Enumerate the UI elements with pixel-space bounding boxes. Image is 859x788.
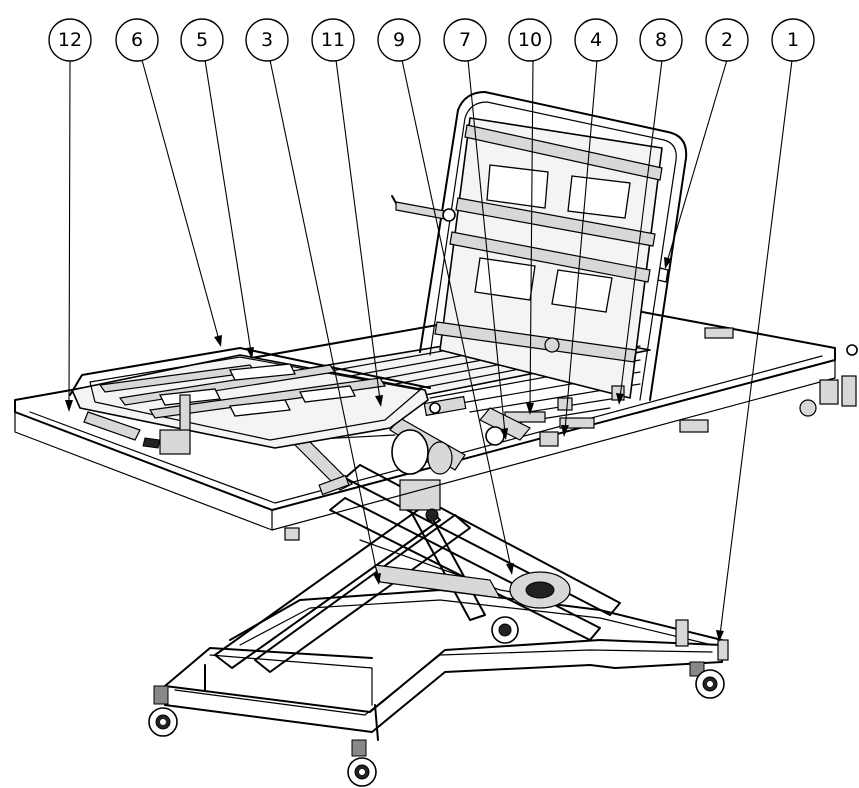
leader-lines	[65, 59, 793, 642]
callout-label-10: 10	[518, 29, 542, 51]
leader-7	[467, 59, 506, 434]
arrowhead-10	[526, 403, 534, 415]
callout-5: 5	[180, 18, 224, 62]
callout-label-1: 1	[787, 29, 799, 51]
arrowhead-12	[65, 400, 73, 412]
callout-12: 12	[48, 18, 92, 62]
callout-label-11: 11	[321, 29, 345, 51]
arrowhead-9	[506, 563, 514, 575]
callout-3: 3	[245, 18, 289, 62]
leader-8	[619, 59, 663, 399]
arrowhead-8	[616, 393, 624, 405]
caster-front-right	[347, 739, 377, 787]
callout-label-3: 3	[261, 29, 273, 51]
callout-label-5: 5	[196, 29, 208, 51]
callout-8: 8	[639, 18, 683, 62]
arrowhead-6	[214, 335, 222, 347]
arrowhead-4	[561, 425, 569, 437]
callout-label-9: 9	[393, 29, 405, 51]
arrowhead-3	[373, 573, 381, 585]
callout-label-4: 4	[590, 29, 602, 51]
leader-5	[204, 59, 252, 353]
callout-1: 1	[771, 18, 815, 62]
callout-2: 2	[705, 18, 749, 62]
arrowhead-11	[375, 395, 383, 407]
callout-7: 7	[443, 18, 487, 62]
callout-11: 11	[311, 18, 355, 62]
arrowhead-7	[500, 428, 508, 440]
callout-label-12: 12	[58, 29, 82, 51]
leader-12	[68, 59, 71, 406]
bed-drawing	[14, 91, 858, 787]
leader-2	[666, 59, 728, 263]
base-frame	[164, 589, 729, 741]
callout-label-6: 6	[131, 29, 143, 51]
leader-4	[564, 59, 598, 431]
callout-label-2: 2	[721, 29, 733, 51]
callout-6: 6	[115, 18, 159, 62]
callout-9: 9	[377, 18, 421, 62]
main-deck-frame	[14, 299, 858, 541]
arrowhead-1	[716, 630, 724, 642]
callout-label-8: 8	[655, 29, 667, 51]
t-handle	[391, 195, 456, 222]
head-section	[419, 91, 688, 401]
foot-section	[69, 347, 467, 455]
leader-9	[401, 59, 512, 569]
caster-front-left	[148, 685, 178, 737]
callout-label-7: 7	[459, 29, 471, 51]
leader-10	[529, 59, 534, 409]
callout-10: 10	[508, 18, 552, 62]
leader-1	[719, 59, 793, 636]
callouts: 12 6 5 3 11 9 7 10	[48, 18, 815, 62]
caster-rear-right	[689, 661, 725, 699]
leader-6	[141, 59, 220, 341]
leader-11	[335, 59, 381, 401]
arrowhead-5	[246, 347, 254, 359]
caster-rear-left	[491, 616, 519, 644]
scissor-lift	[214, 464, 621, 673]
callout-4: 4	[574, 18, 618, 62]
leader-3	[269, 59, 379, 579]
arrowhead-2	[664, 257, 672, 269]
